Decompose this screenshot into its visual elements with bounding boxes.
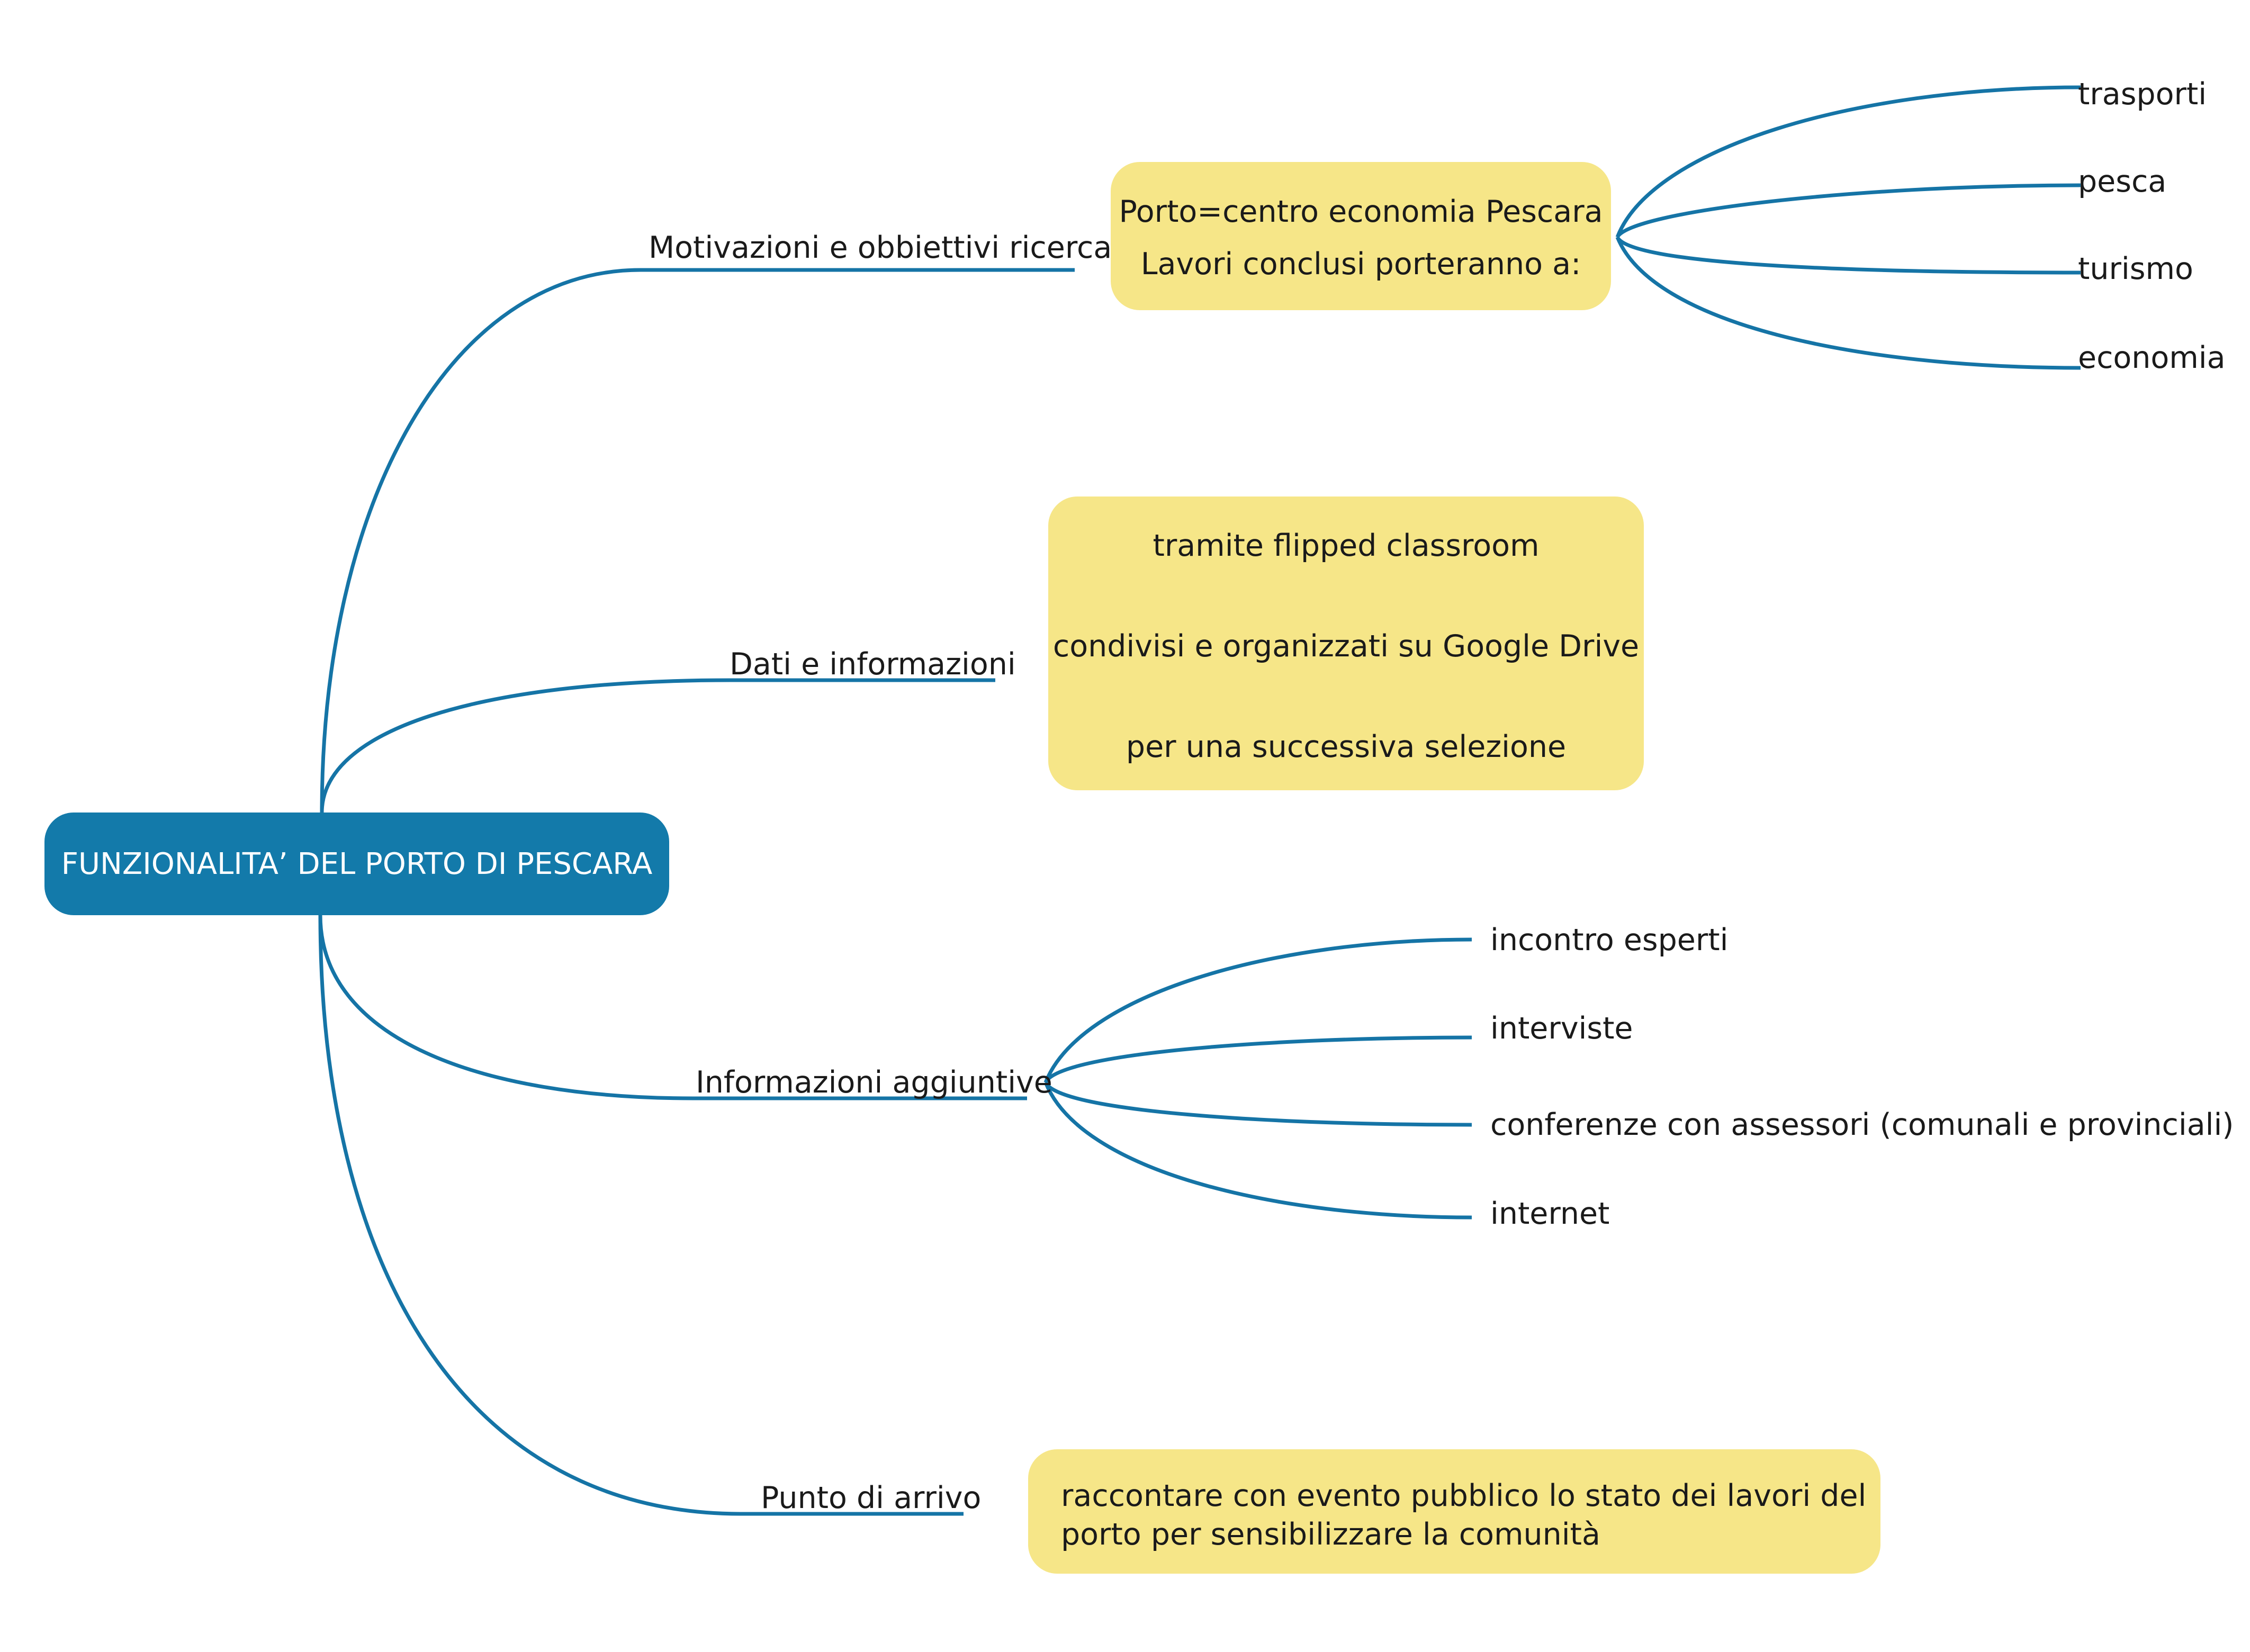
connector-root-dati [320,678,995,813]
leaf-incontro-esperti: incontro esperti [1490,923,1729,958]
leaf-turismo: turismo [2078,251,2193,286]
branch-label-motivazioni: Motivazioni e obbiettivi ricerca [649,230,1112,265]
leaf-internet: internet [1490,1196,1610,1231]
connector-leaf-pesca [1615,183,2081,239]
leaf-interviste: interviste [1490,1011,1633,1046]
box-dati-step2: condivisi e organizzati su Google Drive [1052,629,1640,664]
box-dati-step1: tramite flipped classroom [1153,528,1540,563]
branch-label-dati: Dati e informazioni [730,647,1016,682]
connector-leaf-economia [1615,236,2081,370]
leaf-economia: economia [2078,340,2226,375]
connector-root-punto [318,915,964,1516]
connector-root-motivazioni [320,268,1075,813]
branch-label-punto: Punto di arrivo [761,1481,982,1515]
connector-leaf-conferenze [1043,1081,1472,1127]
connector-root-informazioni [318,915,1027,1100]
root-title: FUNZIONALITA’ DEL PORTO DI PESCARA [61,846,653,881]
box-dati-step3: per una successiva selezione [1126,729,1567,764]
box-motivazioni-line2: Lavori conclusi porteranno a: [1140,247,1581,282]
box-motivazioni: Porto=centro economia Pescara Lavori con… [1111,162,1611,310]
connector-leaf-turismo [1615,236,2081,275]
leaf-conferenze: conferenze con assessori (comunali e pro… [1490,1107,2234,1142]
box-punto: raccontare con evento pubblico lo stato … [1028,1449,1880,1574]
connector-leaf-incontro [1043,937,1472,1084]
branch-label-informazioni: Informazioni aggiuntive [696,1065,1052,1100]
connector-leaf-internet [1043,1081,1472,1220]
box-punto-line1: raccontare con evento pubblico lo stato … [1061,1478,1867,1513]
root-node: FUNZIONALITA’ DEL PORTO DI PESCARA [44,813,669,915]
box-dati: tramite flipped classroom condivisi e or… [1048,496,1644,790]
connector-leaf-trasporti [1615,85,2081,238]
leaf-pesca: pesca [2078,164,2167,199]
leaf-trasporti: trasporti [2078,77,2207,112]
box-punto-line2: porto per sensibilizzare la comunità [1061,1517,1600,1552]
box-motivazioni-line1: Porto=centro economia Pescara [1119,194,1603,229]
connector-leaf-interviste [1043,1035,1472,1084]
